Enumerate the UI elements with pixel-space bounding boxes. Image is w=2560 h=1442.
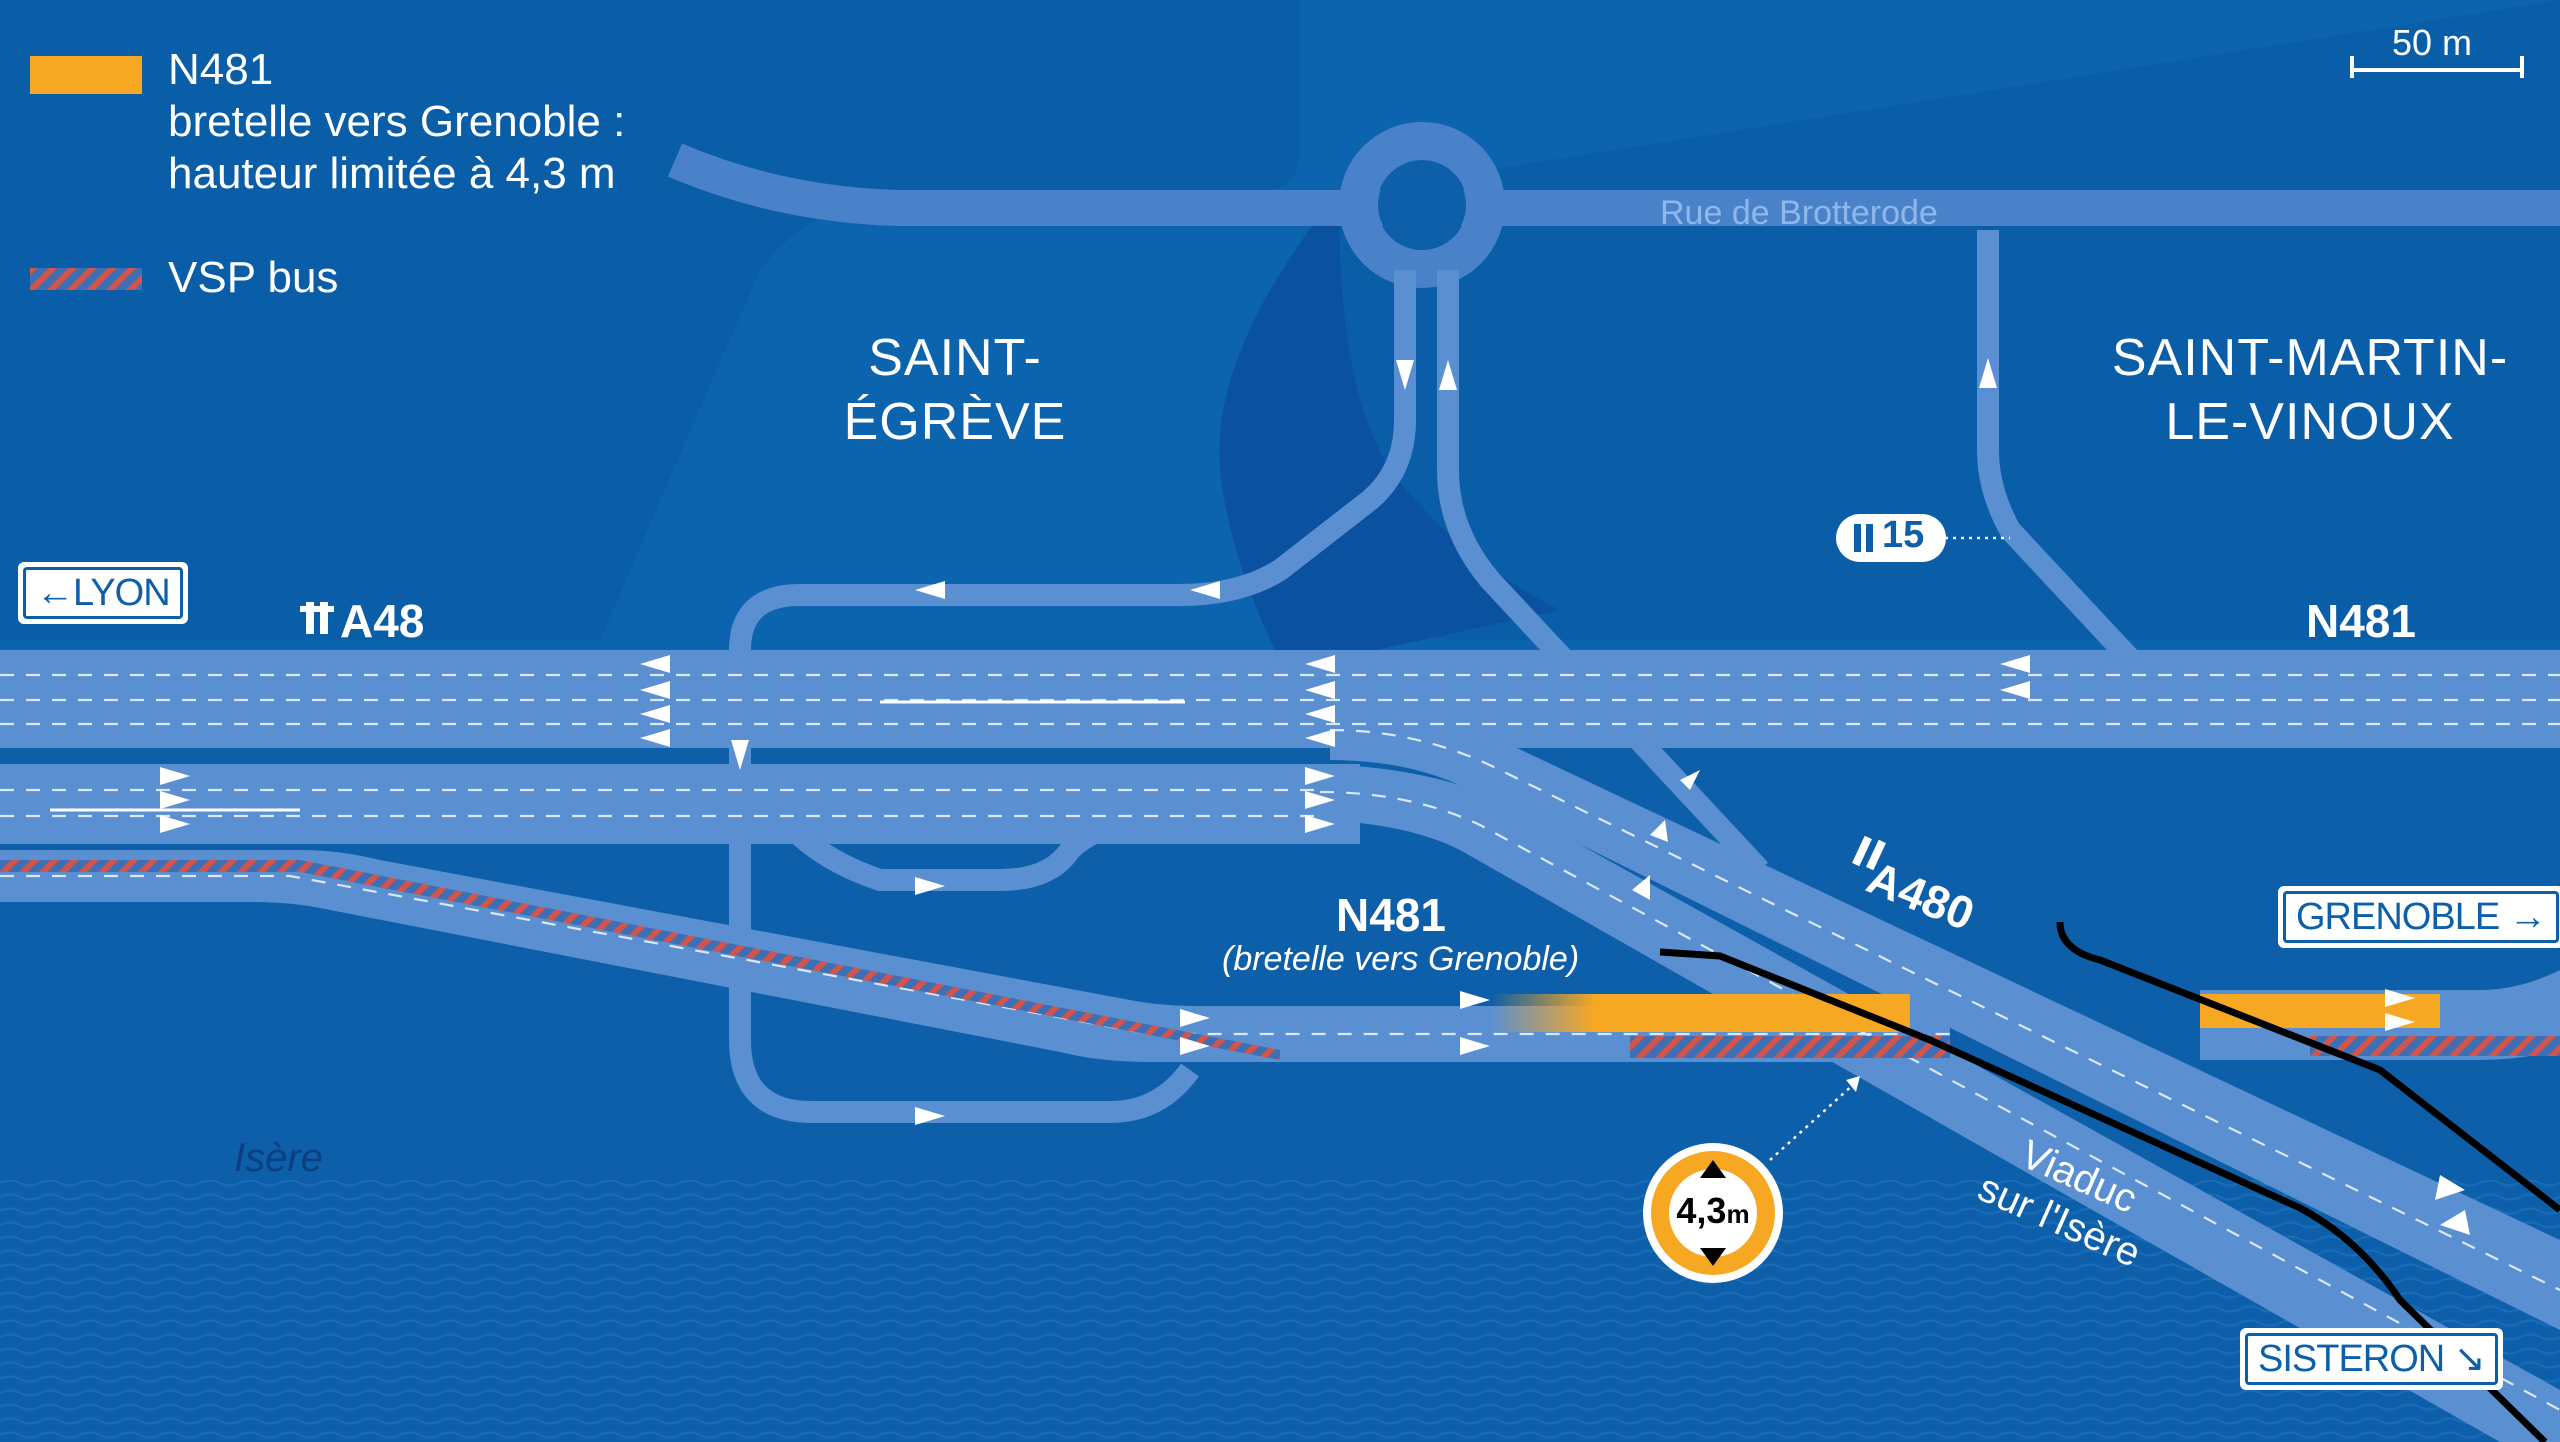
a15-badge: [1836, 514, 1946, 562]
legend-line-3: hauteur limitée à 4,3 m: [168, 149, 616, 198]
scale-label: 50 m: [2392, 22, 2473, 63]
legend-swatch-orange: [30, 56, 142, 94]
legend-orange: N481 bretelle vers Grenoble : hauteur li…: [168, 44, 625, 200]
height-limit-value: 4,3m: [1676, 1190, 1750, 1231]
road-label-n481-top: N481: [2306, 595, 2416, 647]
arrow-down-right-icon: ↘: [2444, 1338, 2486, 1380]
motorway-icon-a48: [300, 602, 334, 634]
sign-grenoble: GRENOBLE →: [2278, 886, 2560, 948]
street-label: Rue de Brotterode: [1660, 194, 1938, 232]
road-label-a48: A48: [340, 595, 425, 647]
arrow-right-icon: →: [2499, 896, 2547, 938]
road-label-n481-bretelle: N481: [1336, 889, 1446, 941]
road-label-a15: 15: [1882, 514, 1925, 556]
place-saint-martin: SAINT-MARTIN- LE-VINOUX: [2111, 329, 2509, 451]
scale-bar: [2350, 56, 2524, 78]
bretelle-note: (bretelle vers Grenoble): [1222, 940, 1580, 978]
legend-swatch-vsp: [30, 268, 142, 290]
motorway-icon-a15: [1854, 524, 1873, 552]
height-limit-sign: [1643, 1143, 1783, 1283]
legend-line-1: N481: [168, 45, 274, 94]
legend-vsp: VSP bus: [168, 253, 339, 302]
river-label: Isère: [234, 1136, 323, 1180]
motorway-icon-a480: [1852, 835, 1886, 871]
legend-line-2: bretelle vers Grenoble :: [168, 97, 626, 146]
sign-lyon: ←LYON: [18, 562, 188, 624]
arrow-left-icon: ←: [36, 572, 74, 614]
place-saint-egreve: SAINT- ÉGRÈVE: [843, 329, 1067, 451]
sign-sisteron: SISTERON ↘: [2240, 1328, 2503, 1390]
